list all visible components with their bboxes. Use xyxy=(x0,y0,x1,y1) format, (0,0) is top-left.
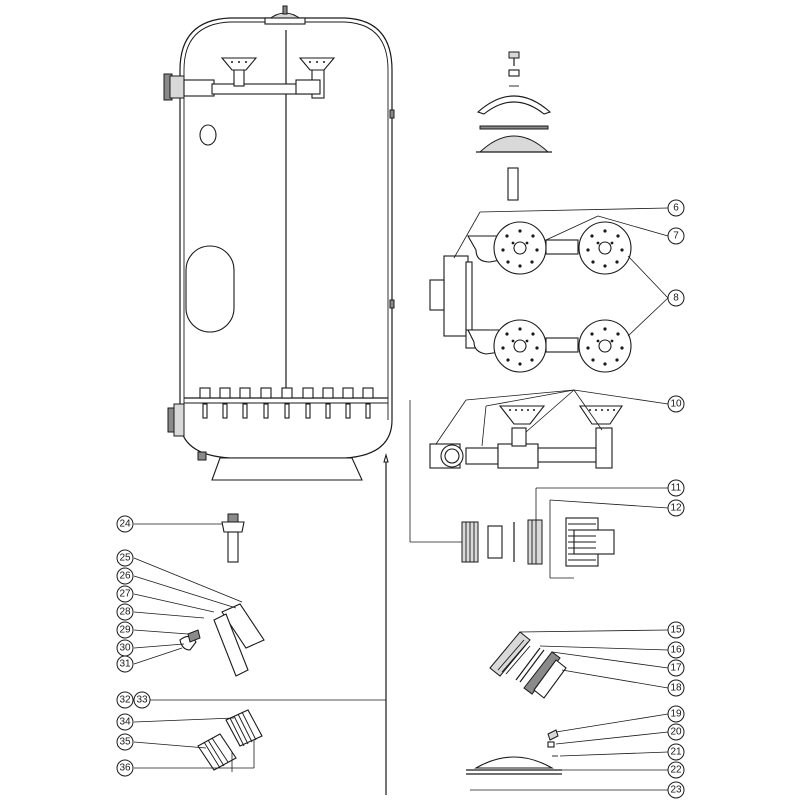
callout-label: 19 xyxy=(670,709,682,720)
callout-label: 7 xyxy=(673,231,679,242)
callout-26: 26 xyxy=(116,567,134,585)
callout-label: 8 xyxy=(673,293,679,304)
callout-label: 27 xyxy=(119,589,131,600)
sight-glass xyxy=(199,124,217,146)
callout-16: 16 xyxy=(667,641,685,659)
callout-35: 35 xyxy=(116,733,134,751)
callout-25: 25 xyxy=(116,549,134,567)
callout-label: 16 xyxy=(670,645,682,656)
sight-glass-parts xyxy=(489,631,567,699)
callout-label: 35 xyxy=(119,737,131,748)
callout-17: 17 xyxy=(667,659,685,677)
upper-distributor xyxy=(163,57,336,101)
callout-29: 29 xyxy=(116,621,134,639)
callout-19: 19 xyxy=(667,705,685,723)
long-rod-part xyxy=(383,452,389,795)
callout-label: 15 xyxy=(670,625,682,636)
callout-20: 20 xyxy=(667,723,685,741)
callout-label: 32 xyxy=(119,695,131,706)
callout-label: 6 xyxy=(673,203,679,214)
callout-label: 20 xyxy=(670,727,682,738)
callout-8: 8 xyxy=(667,289,685,307)
callout-7: 7 xyxy=(667,227,685,245)
callout-10: 10 xyxy=(667,395,685,413)
lateral-nozzles xyxy=(199,387,374,419)
valve-fittings xyxy=(197,709,263,772)
callout-label: 26 xyxy=(119,571,131,582)
callout-32: 32 xyxy=(116,691,134,709)
callout-31: 31 xyxy=(116,655,134,673)
callout-23: 23 xyxy=(667,781,685,799)
callout-28: 28 xyxy=(116,603,134,621)
callout-label: 28 xyxy=(119,607,131,618)
callout-label: 21 xyxy=(670,747,682,758)
callout-label: 33 xyxy=(136,695,148,706)
callout-label: 30 xyxy=(119,643,131,654)
callout-label: 12 xyxy=(670,503,682,514)
tank-base xyxy=(211,457,363,481)
callout-label: 31 xyxy=(119,659,131,670)
callout-label: 18 xyxy=(670,683,682,694)
callout-24: 24 xyxy=(116,515,134,533)
callout-33: 33 xyxy=(133,691,151,709)
callout-label: 17 xyxy=(670,663,682,674)
callout-label: 23 xyxy=(670,785,682,796)
lateral-parts xyxy=(179,603,265,677)
callout-label: 10 xyxy=(670,399,682,410)
callout-30: 30 xyxy=(116,639,134,657)
callout-34: 34 xyxy=(116,713,134,731)
outlet-pipe-assembly xyxy=(429,405,624,469)
nozzle-part xyxy=(221,513,245,563)
callout-label: 11 xyxy=(671,483,682,494)
callout-11: 11 xyxy=(667,479,685,497)
drain-flange xyxy=(173,403,185,437)
callout-22: 22 xyxy=(667,761,685,779)
callout-label: 25 xyxy=(119,553,131,564)
distributor-assembly xyxy=(429,221,632,373)
callout-6: 6 xyxy=(667,199,685,217)
callout-label: 34 xyxy=(119,717,131,728)
tank-shell xyxy=(179,17,393,459)
manhole-cover xyxy=(185,245,235,333)
callout-21: 21 xyxy=(667,743,685,761)
callout-label: 36 xyxy=(119,763,131,774)
callout-label: 24 xyxy=(119,519,131,530)
callout-15: 15 xyxy=(667,621,685,639)
callout-18: 18 xyxy=(667,679,685,697)
callout-label: 22 xyxy=(670,765,682,776)
callout-label: 29 xyxy=(119,625,131,636)
callout-12: 12 xyxy=(667,499,685,517)
callout-36: 36 xyxy=(116,759,134,777)
callout-27: 27 xyxy=(116,585,134,603)
small-fittings xyxy=(466,729,562,775)
filter-tank xyxy=(163,5,395,481)
union-connector-parts xyxy=(409,400,615,579)
top-cover-assembly xyxy=(476,51,552,201)
leader-lines xyxy=(133,207,669,791)
